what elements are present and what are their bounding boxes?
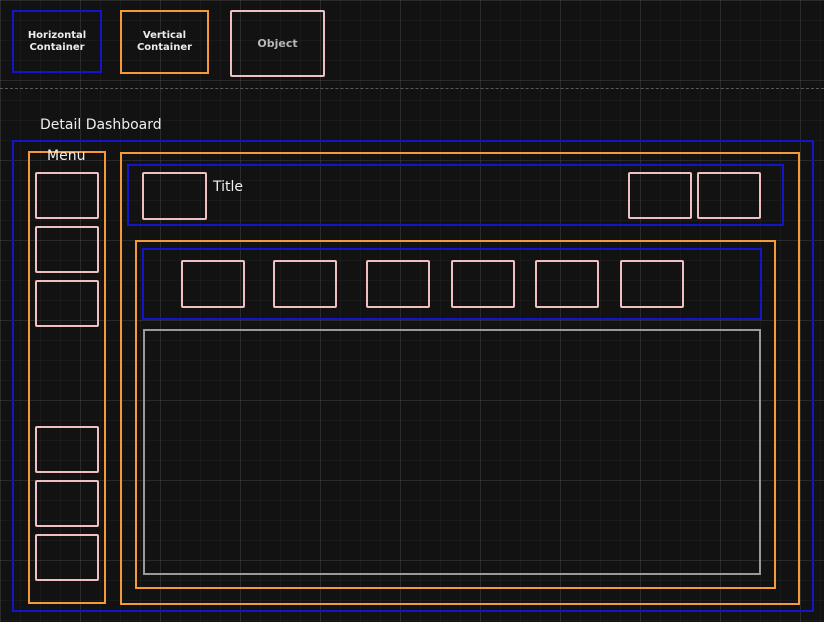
header-action-button[interactable] — [697, 172, 761, 219]
menu-item[interactable] — [35, 226, 99, 273]
legend-object: Object — [230, 10, 325, 77]
header-container — [127, 164, 784, 226]
header-logo-object — [142, 172, 207, 220]
dashboard-container — [12, 140, 814, 612]
menu-item[interactable] — [35, 172, 99, 219]
menu-title: Menu — [47, 148, 86, 164]
menu-item[interactable] — [35, 280, 99, 327]
toolbar-item[interactable] — [273, 260, 337, 308]
toolbar-item[interactable] — [535, 260, 599, 308]
menu-item[interactable] — [35, 426, 99, 473]
toolbar-item[interactable] — [451, 260, 515, 308]
header-action-button[interactable] — [628, 172, 692, 219]
toolbar-item[interactable] — [620, 260, 684, 308]
main-content-container — [120, 152, 800, 605]
toolbar-item[interactable] — [366, 260, 430, 308]
menu-item[interactable] — [35, 534, 99, 581]
toolbar-container — [142, 248, 762, 320]
section-title: Detail Dashboard — [40, 117, 162, 133]
legend-object-label: Object — [257, 36, 298, 50]
menu-container — [28, 151, 106, 604]
legend-vertical-container: Vertical Container — [120, 10, 209, 74]
legend-divider — [0, 88, 824, 89]
detail-container — [135, 240, 776, 589]
toolbar-item[interactable] — [181, 260, 245, 308]
legend-horizontal-container-label: Horizontal Container — [27, 29, 87, 53]
content-area — [143, 329, 761, 575]
legend-vertical-container-label: Vertical Container — [136, 30, 193, 53]
menu-item[interactable] — [35, 480, 99, 527]
header-title: Title — [213, 179, 244, 195]
legend-horizontal-container: Horizontal Container — [12, 10, 102, 73]
